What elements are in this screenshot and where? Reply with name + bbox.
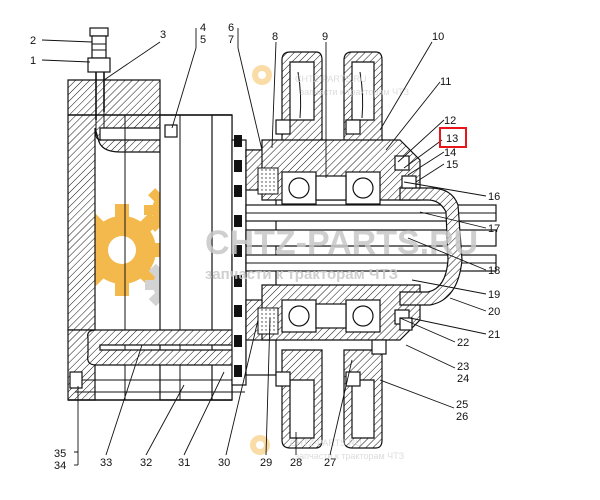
callout-6: 6 bbox=[228, 22, 234, 34]
callout-35: 35 bbox=[54, 448, 66, 460]
callout-29: 29 bbox=[260, 457, 272, 469]
watermark-title-small-bottom: CHTZ-PARTS.RU bbox=[290, 438, 362, 448]
callout-30: 30 bbox=[218, 457, 230, 469]
callout-24: 24 bbox=[457, 373, 469, 385]
callout-15: 15 bbox=[446, 159, 458, 171]
callout-23: 23 bbox=[457, 361, 469, 373]
callout-17: 17 bbox=[488, 223, 500, 235]
watermark-title-small: CHTZ-PARTS.RU bbox=[295, 74, 367, 84]
callout-14: 14 bbox=[444, 147, 456, 159]
callout-16: 16 bbox=[488, 191, 500, 203]
callout-5: 5 bbox=[200, 34, 206, 46]
callout-27: 27 bbox=[324, 457, 336, 469]
callout-10: 10 bbox=[432, 31, 444, 43]
callout-26: 26 bbox=[456, 411, 468, 423]
callout-33: 33 bbox=[100, 457, 112, 469]
callout-20: 20 bbox=[488, 306, 500, 318]
callout-11: 11 bbox=[440, 76, 451, 88]
callout-21: 21 bbox=[488, 329, 500, 341]
watermark-subtitle-small: запчасти к тракторам ЧТЗ bbox=[300, 87, 409, 97]
leader-lines bbox=[41, 28, 487, 466]
callout-8: 8 bbox=[272, 31, 278, 43]
callout-22: 22 bbox=[457, 337, 469, 349]
callout-18: 18 bbox=[488, 265, 500, 277]
assembly-drawing bbox=[67, 27, 497, 449]
callout-19: 19 bbox=[488, 289, 500, 301]
callout-3: 3 bbox=[160, 29, 166, 41]
callout-7: 7 bbox=[228, 34, 234, 46]
callout-12: 12 bbox=[444, 115, 456, 127]
watermark-subtitle-small-bottom: запчасти к тракторам ЧТЗ bbox=[295, 451, 404, 461]
watermark-text: CHTZ-PARTS.RU запчасти к тракторам ЧТЗ C… bbox=[205, 74, 478, 461]
watermark-title: CHTZ-PARTS.RU bbox=[205, 224, 478, 262]
callout-34: 34 bbox=[54, 460, 66, 472]
callout-labels: 1 2 3 4 5 6 7 8 9 10 11 12 13 14 15 16 1… bbox=[30, 22, 500, 472]
watermark-subtitle: запчасти к тракторам ЧТЗ bbox=[205, 266, 398, 283]
callout-1: 1 bbox=[30, 55, 36, 67]
callout-2: 2 bbox=[30, 35, 36, 47]
callout-28: 28 bbox=[290, 457, 302, 469]
callout-32: 32 bbox=[140, 457, 152, 469]
callout-13-highlight-box bbox=[439, 127, 467, 148]
callout-13: 13 bbox=[446, 133, 458, 145]
callout-31: 31 bbox=[178, 457, 190, 469]
callout-25: 25 bbox=[456, 399, 468, 411]
callout-9: 9 bbox=[322, 31, 328, 43]
callout-4: 4 bbox=[200, 22, 206, 34]
